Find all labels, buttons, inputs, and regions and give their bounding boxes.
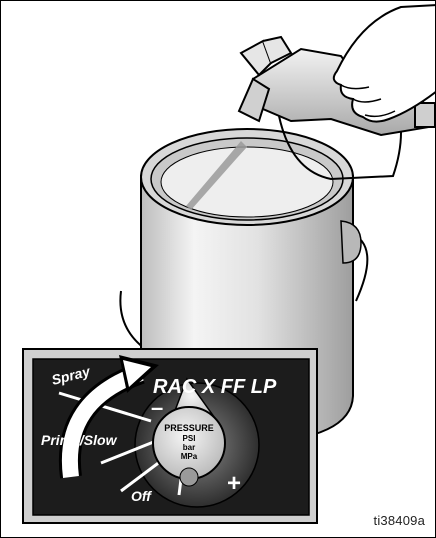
- label-minus: –: [151, 395, 163, 420]
- figure-reference-id: ti38409a: [374, 513, 425, 528]
- label-prime-slow: Prime/Slow: [41, 432, 118, 448]
- brand-text: RAC X FF LP: [153, 376, 277, 398]
- knob-psi: PSI: [183, 434, 196, 443]
- label-plus: +: [227, 470, 241, 497]
- knob-bar: bar: [183, 443, 195, 452]
- knob-pressure: PRESSURE: [164, 423, 214, 433]
- knob-mpa: MPa: [181, 452, 198, 461]
- control-panel-inset: RAC X FF LP Spray Prime/Slow Off – + PRE…: [23, 349, 317, 523]
- label-off: Off: [131, 488, 152, 504]
